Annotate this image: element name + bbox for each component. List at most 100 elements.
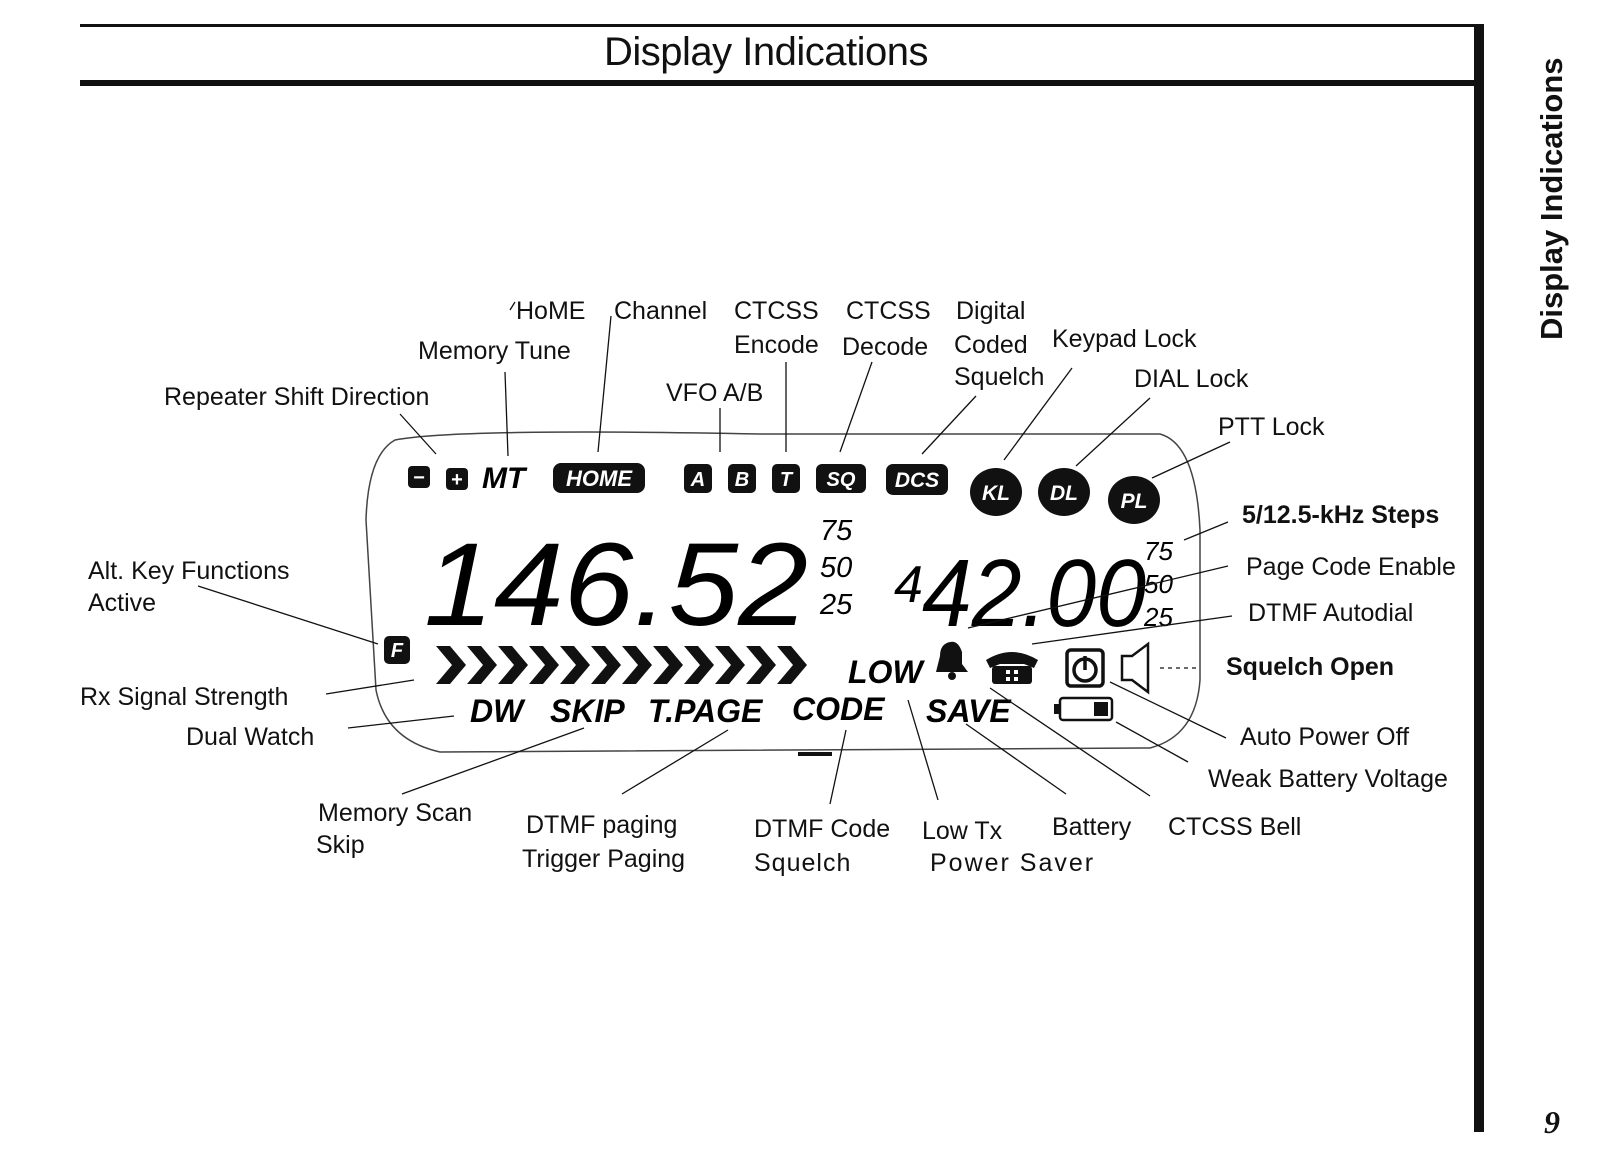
page-title: Display Indications: [604, 30, 929, 74]
label-alt-key-1: Alt. Key Functions: [88, 557, 290, 585]
leader-lines: [197, 301, 1233, 805]
lcd-outline: [365, 431, 1201, 753]
mt-indicator: MT: [482, 462, 528, 495]
shift-minus-icon: −: [408, 466, 430, 489]
signal-chevron: [591, 646, 621, 684]
side-tab-bar: [1474, 24, 1484, 1132]
f-key-text: F: [391, 640, 404, 662]
label-ptt-lock: PTT Lock: [1218, 413, 1325, 441]
header-top-rule: [80, 24, 1478, 27]
sq-text: SQ: [827, 469, 856, 491]
home-indicator: HOME: [553, 463, 645, 493]
label-auto-power-off: Auto Power Off: [1240, 723, 1410, 751]
label-alt-key-2: Active: [88, 589, 157, 617]
label-dual-watch: Dual Watch: [186, 723, 315, 751]
signal-strength-meter: [436, 646, 807, 684]
auto-power-off-icon: [1065, 648, 1105, 688]
label-keypad-lock: Keypad Lock: [1052, 325, 1197, 353]
pl-text: PL: [1121, 490, 1148, 513]
bell-icon: [936, 641, 968, 672]
label-dtmf-paging-1: DTMF paging: [526, 811, 678, 839]
home-text: HOME: [566, 466, 633, 491]
label-dtmf-code-2: Squelch: [754, 849, 852, 877]
low-indicator: LOW: [848, 654, 925, 690]
label-weak-battery: Weak Battery Voltage: [1208, 765, 1448, 793]
label-memory-scan-1: Memory Scan: [318, 799, 473, 827]
header-bottom-rule: [80, 80, 1478, 86]
label-dcs-3: Squelch: [954, 363, 1045, 391]
dw-indicator: DW: [470, 693, 526, 729]
signal-chevron: [715, 646, 745, 684]
vfo-a-text: A: [690, 469, 705, 491]
main-step-50: 50: [820, 552, 852, 584]
tpage-indicator: T.PAGE: [648, 693, 764, 729]
label-dial-lock: DIAL Lock: [1134, 365, 1249, 393]
shift-minus-text: −: [413, 467, 425, 489]
label-dcs-1: Digital: [956, 297, 1026, 325]
sub-step-25: 25: [1143, 602, 1173, 632]
label-memory-tune: Memory Tune: [418, 337, 571, 365]
label-memory-scan-2: Skip: [316, 831, 365, 859]
tone-indicator: T: [772, 464, 800, 493]
ptt-lock-icon: PL: [1108, 476, 1160, 524]
label-home-channel-1: HoME: [516, 297, 586, 325]
telephone-icon: [986, 652, 1038, 684]
function-key-icon: F: [384, 636, 410, 664]
tone-text: T: [780, 469, 794, 491]
label-ctcss-decode-2: Decode: [842, 333, 929, 361]
sq-indicator: SQ: [816, 464, 866, 493]
main-step-25: 25: [819, 589, 853, 621]
signal-chevron: [498, 646, 528, 684]
label-dtmf-paging-2: Trigger Paging: [522, 845, 686, 873]
sub-band-prefix: 4: [894, 556, 923, 614]
signal-chevron: [529, 646, 559, 684]
label-vfo-ab: VFO A/B: [666, 379, 764, 407]
main-step-75: 75: [820, 515, 853, 547]
label-squelch-open: Squelch Open: [1226, 653, 1395, 681]
label-power-saver: Power Saver: [930, 849, 1096, 877]
label-low-tx: Low Tx: [922, 817, 1003, 845]
dcs-text: DCS: [895, 469, 939, 492]
vfo-a-indicator: A: [684, 464, 712, 493]
label-dtmf-autodial: DTMF Autodial: [1248, 599, 1414, 627]
label-repeater-shift: Repeater Shift Direction: [164, 383, 430, 411]
sub-step-75: 75: [1144, 536, 1173, 566]
keypad-lock-icon: KL: [970, 468, 1022, 516]
sub-step-50: 50: [1144, 569, 1173, 599]
shift-plus-text: +: [451, 469, 463, 491]
label-steps: 5/12.5-kHz Steps: [1242, 501, 1440, 529]
label-ctcss-bell: CTCSS Bell: [1168, 813, 1302, 841]
shift-plus-icon: +: [446, 468, 468, 491]
label-dtmf-code-1: DTMF Code: [754, 815, 891, 843]
speaker-icon: [1120, 641, 1150, 695]
bell-clapper: [948, 672, 956, 680]
skip-indicator: SKIP: [550, 693, 625, 729]
signal-chevron: [746, 646, 776, 684]
signal-chevron: [653, 646, 683, 684]
signal-chevron: [560, 646, 590, 684]
signal-chevron: [436, 646, 466, 684]
dial-lock-icon: DL: [1038, 468, 1090, 516]
sub-frequency: 42.00: [922, 540, 1146, 647]
kl-text: KL: [982, 482, 1010, 505]
dtmf-code-underscore: [798, 752, 832, 756]
label-rx-signal: Rx Signal Strength: [80, 683, 289, 711]
signal-chevron: [777, 646, 807, 684]
label-page-code-enable: Page Code Enable: [1246, 553, 1456, 581]
main-frequency: 146.52: [424, 519, 808, 651]
label-ctcss-decode-1: CTCSS: [846, 297, 931, 325]
signal-chevron: [622, 646, 652, 684]
label-dcs-2: Coded: [954, 331, 1028, 359]
vfo-b-text: B: [735, 469, 749, 491]
dcs-indicator: DCS: [886, 464, 948, 495]
signal-chevron: [684, 646, 714, 684]
label-ctcss-encode-2: Encode: [734, 331, 819, 359]
page-number: 9: [1544, 1104, 1560, 1140]
label-battery: Battery: [1052, 813, 1132, 841]
save-indicator: SAVE: [926, 693, 1012, 729]
dl-text: DL: [1050, 482, 1078, 505]
label-ctcss-encode-1: CTCSS: [734, 297, 819, 325]
vfo-b-indicator: B: [728, 464, 756, 493]
label-home-channel-2: Channel: [614, 297, 708, 325]
